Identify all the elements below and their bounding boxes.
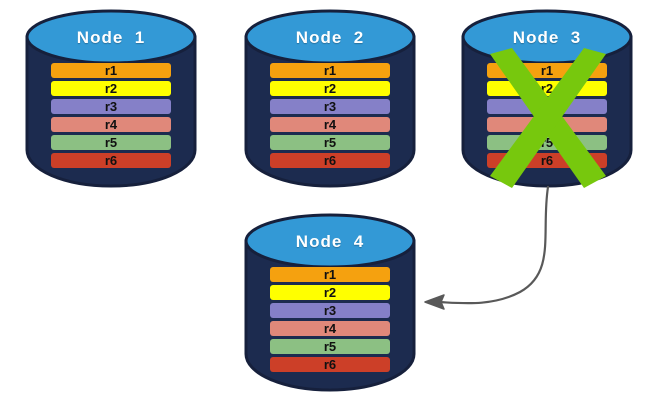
row-stack-1: r1 r2 r3 r4 r5 r6 xyxy=(24,63,198,168)
row-bar[interactable]: r5 xyxy=(487,135,607,150)
row-label: r5 xyxy=(323,339,337,354)
row-label: r2 xyxy=(323,81,337,96)
row-label: r1 xyxy=(104,63,118,78)
row-bar[interactable]: r4 xyxy=(270,117,390,132)
row-bar[interactable]: r6 xyxy=(487,153,607,168)
row-label: r5 xyxy=(540,135,554,150)
row-label: r3 xyxy=(323,99,337,114)
row-label: r4 xyxy=(104,117,118,132)
row-bar[interactable]: r3 xyxy=(270,303,390,318)
row-label: r5 xyxy=(323,135,337,150)
row-bar[interactable]: r3 xyxy=(270,99,390,114)
row-bar[interactable]: r1 xyxy=(270,63,390,78)
node-cylinder-1[interactable]: Node 1 r1 r2 r3 r4 r5 r6 xyxy=(24,8,198,188)
row-bar[interactable]: r6 xyxy=(51,153,171,168)
row-bar[interactable]: r5 xyxy=(270,135,390,150)
row-bar[interactable]: r3 xyxy=(51,99,171,114)
node-cylinder-2[interactable]: Node 2 r1 r2 r3 r4 r5 r6 xyxy=(243,8,417,188)
row-label: r2 xyxy=(540,81,554,96)
row-label: r3 xyxy=(540,99,554,114)
row-bar[interactable]: r5 xyxy=(270,339,390,354)
row-label: r6 xyxy=(540,153,554,168)
row-bar[interactable]: r2 xyxy=(487,81,607,96)
row-label: r5 xyxy=(104,135,118,150)
row-bar[interactable]: r6 xyxy=(270,357,390,372)
row-label: r4 xyxy=(323,117,337,132)
node-cylinder-4[interactable]: Node 4 r1 r2 r3 r4 r5 r6 xyxy=(243,212,417,392)
row-label: r2 xyxy=(104,81,118,96)
row-stack-2: r1 r2 r3 r4 r5 r6 xyxy=(243,63,417,168)
row-bar[interactable]: r5 xyxy=(51,135,171,150)
row-label: r1 xyxy=(323,267,337,282)
row-label: r4 xyxy=(540,117,554,132)
row-label: r4 xyxy=(323,321,337,336)
row-label: r3 xyxy=(323,303,337,318)
row-bar[interactable]: r3 xyxy=(487,99,607,114)
node-cylinder-3[interactable]: Node 3 r1 r2 r3 r4 r5 r6 xyxy=(460,8,634,188)
row-bar[interactable]: r1 xyxy=(487,63,607,78)
row-label: r3 xyxy=(104,99,118,114)
row-bar[interactable]: r2 xyxy=(270,285,390,300)
row-label: r6 xyxy=(323,357,337,372)
row-bar[interactable]: r1 xyxy=(51,63,171,78)
row-label: r6 xyxy=(323,153,337,168)
row-bar[interactable]: r1 xyxy=(270,267,390,282)
row-stack-4: r1 r2 r3 r4 r5 r6 xyxy=(243,267,417,372)
row-label: r2 xyxy=(323,285,337,300)
row-stack-3: r1 r2 r3 r4 r5 r6 xyxy=(460,63,634,168)
row-label: r1 xyxy=(323,63,337,78)
row-bar[interactable]: r2 xyxy=(51,81,171,96)
row-bar[interactable]: r4 xyxy=(270,321,390,336)
row-label: r6 xyxy=(104,153,118,168)
row-bar[interactable]: r2 xyxy=(270,81,390,96)
row-label: r1 xyxy=(540,63,554,78)
row-bar[interactable]: r6 xyxy=(270,153,390,168)
row-bar[interactable]: r4 xyxy=(51,117,171,132)
row-bar[interactable]: r4 xyxy=(487,117,607,132)
